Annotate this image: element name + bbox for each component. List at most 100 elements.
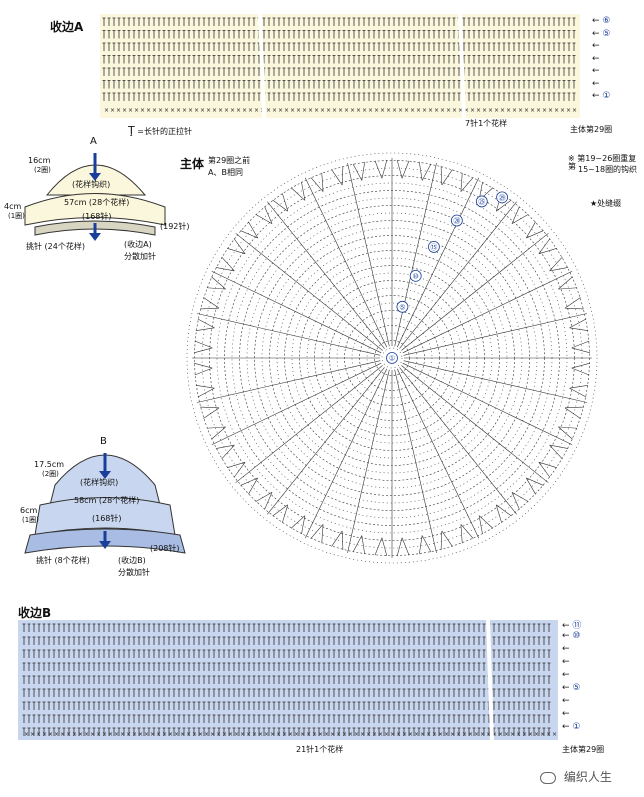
- svg-text:×: ×: [350, 107, 355, 114]
- svg-text:×: ×: [540, 731, 545, 738]
- edge-a-base-label: 主体第29圈: [570, 125, 613, 134]
- svg-text:×: ×: [104, 107, 109, 114]
- row-arrow: ← ⑩: [562, 631, 581, 641]
- svg-text:×: ×: [572, 107, 577, 114]
- svg-text:×: ×: [242, 107, 247, 114]
- main-note: ※ 第19~26圈重复第: [568, 154, 637, 171]
- main-subtitle: 第29圈之前: [208, 156, 251, 165]
- svg-text:×: ×: [254, 107, 259, 114]
- svg-text:×: ×: [218, 107, 223, 114]
- svg-text:×: ×: [246, 731, 251, 738]
- svg-text:×: ×: [378, 731, 383, 738]
- svg-text:×: ×: [360, 731, 365, 738]
- svg-text:×: ×: [284, 107, 289, 114]
- svg-text:×: ×: [120, 731, 125, 738]
- hat-a-increase: 分散加针: [124, 252, 156, 261]
- svg-text:×: ×: [402, 731, 407, 738]
- svg-text:×: ×: [386, 107, 391, 114]
- svg-text:×: ×: [302, 107, 307, 114]
- svg-text:×: ×: [102, 731, 107, 738]
- svg-text:×: ×: [236, 107, 241, 114]
- svg-text:①: ①: [389, 355, 395, 363]
- svg-text:×: ×: [152, 107, 157, 114]
- svg-text:×: ×: [320, 107, 325, 114]
- hat-a-band-size: 4cm: [4, 202, 22, 211]
- svg-text:×: ×: [392, 107, 397, 114]
- svg-text:×: ×: [176, 107, 181, 114]
- svg-text:×: ×: [24, 731, 29, 738]
- svg-text:×: ×: [30, 731, 35, 738]
- svg-text:×: ×: [380, 107, 385, 114]
- svg-text:×: ×: [368, 107, 373, 114]
- svg-text:×: ×: [222, 731, 227, 738]
- round-number-marker: ⑮: [428, 240, 440, 253]
- svg-text:×: ×: [194, 107, 199, 114]
- svg-text:×: ×: [144, 731, 149, 738]
- svg-text:×: ×: [398, 107, 403, 114]
- svg-text:⑮: ⑮: [430, 243, 437, 251]
- svg-text:×: ×: [270, 731, 275, 738]
- svg-text:×: ×: [164, 107, 169, 114]
- main-star-note: ★处缝缀: [590, 199, 622, 208]
- svg-text:×: ×: [510, 731, 515, 738]
- svg-text:×: ×: [324, 731, 329, 738]
- svg-text:×: ×: [240, 731, 245, 738]
- hat-a-circ: 57cm (28个花样): [64, 198, 130, 207]
- svg-text:×: ×: [66, 731, 71, 738]
- row-arrow: ←: [562, 670, 570, 680]
- svg-text:×: ×: [296, 107, 301, 114]
- svg-text:×: ×: [542, 107, 547, 114]
- svg-text:×: ×: [186, 731, 191, 738]
- stitch-legend-text: =长针的正拉针: [137, 127, 192, 136]
- edge-b-title: 收边B: [18, 606, 52, 620]
- svg-text:×: ×: [54, 731, 59, 738]
- svg-text:×: ×: [72, 731, 77, 738]
- hat-a-top-size: 16cm: [28, 156, 51, 165]
- svg-text:×: ×: [134, 107, 139, 114]
- hat-b-circ: 58cm (28个花样): [74, 496, 140, 505]
- watermark-text: 编织人生: [563, 770, 612, 784]
- svg-text:⑩: ⑩: [413, 272, 419, 280]
- svg-text:×: ×: [372, 731, 377, 738]
- svg-text:×: ×: [312, 731, 317, 738]
- svg-text:×: ×: [494, 107, 499, 114]
- svg-text:×: ×: [150, 731, 155, 738]
- hat-b-diagram: B 17.5cm (2圈) (花样钩织) 58cm (28个花样) 6cm (1…: [0, 435, 210, 585]
- svg-text:×: ×: [114, 731, 119, 738]
- svg-text:×: ×: [174, 731, 179, 738]
- svg-text:×: ×: [326, 107, 331, 114]
- row-arrow: ← ⑪: [562, 621, 582, 631]
- round-number-marker: ㉙: [496, 191, 508, 204]
- svg-text:×: ×: [128, 107, 133, 114]
- svg-text:×: ×: [548, 107, 553, 114]
- main-title: 主体: [180, 157, 205, 171]
- hat-a-diagram: A 16cm (2圈) (花样钩织) 57cm (28个花样) 4cm (1圈)…: [0, 135, 200, 285]
- svg-text:×: ×: [60, 731, 65, 738]
- svg-text:×: ×: [192, 731, 197, 738]
- svg-text:×: ×: [512, 107, 517, 114]
- svg-text:×: ×: [404, 107, 409, 114]
- hat-a-side-stitches: (192针): [160, 222, 190, 231]
- edge-b-row-labels: ← ⑪← ⑩←←←← ⑤←←← ①: [562, 618, 602, 738]
- round-number-marker: ⑤: [396, 300, 409, 313]
- row-arrow: ←: [562, 657, 570, 667]
- hat-a-band-rows: (1圈): [8, 212, 25, 220]
- svg-text:×: ×: [308, 107, 313, 114]
- svg-text:×: ×: [428, 107, 433, 114]
- hat-a-pattern: (花样钩织): [72, 180, 111, 189]
- row-arrow: ← ⑥: [592, 16, 611, 26]
- svg-text:×: ×: [440, 107, 445, 114]
- svg-text:×: ×: [282, 731, 287, 738]
- svg-text:×: ×: [332, 107, 337, 114]
- svg-text:×: ×: [366, 731, 371, 738]
- edge-a-row-labels: ← ⑥← ⑤←←←←← ①: [592, 14, 632, 104]
- svg-text:×: ×: [434, 107, 439, 114]
- svg-text:×: ×: [458, 107, 463, 114]
- svg-text:×: ×: [560, 107, 565, 114]
- svg-text:×: ×: [426, 731, 431, 738]
- hat-a-edge-label: (收边A): [124, 240, 152, 249]
- edge-a-chart: ××××××××××××××××××××××××××××××××××××××××…: [100, 14, 580, 118]
- svg-text:×: ×: [266, 107, 271, 114]
- svg-text:×: ×: [108, 731, 113, 738]
- svg-text:×: ×: [138, 731, 143, 738]
